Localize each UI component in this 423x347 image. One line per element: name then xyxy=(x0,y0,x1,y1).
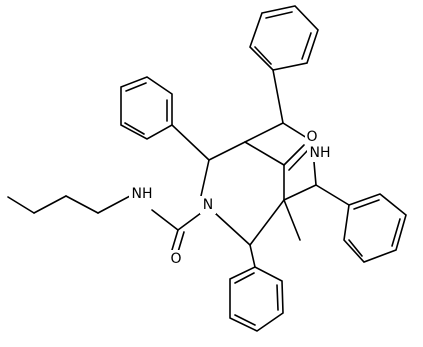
butyl-urea-chain xyxy=(7,195,202,253)
svg-text:NH: NH xyxy=(310,145,331,161)
svg-text:O: O xyxy=(306,129,317,145)
phenyl-attachment-bonds xyxy=(171,69,350,268)
phenyl-ring-bottom xyxy=(229,266,284,332)
bicyclic-core xyxy=(200,122,317,246)
atom-label-nh-amide: NH xyxy=(129,185,157,203)
svg-text:O: O xyxy=(170,251,181,267)
atom-label-o-ketone: O xyxy=(305,127,319,145)
phenyl-ring-left-upper xyxy=(120,76,173,140)
phenyl-ring-top xyxy=(249,5,319,71)
atom-label-n-ring: N xyxy=(200,196,216,214)
atom-label-nh-ring: NH xyxy=(307,144,335,162)
phenyl-ring-right xyxy=(343,193,407,263)
atom-label-o-amide: O xyxy=(168,250,184,268)
svg-text:NH: NH xyxy=(132,186,153,202)
svg-text:N: N xyxy=(203,197,213,213)
